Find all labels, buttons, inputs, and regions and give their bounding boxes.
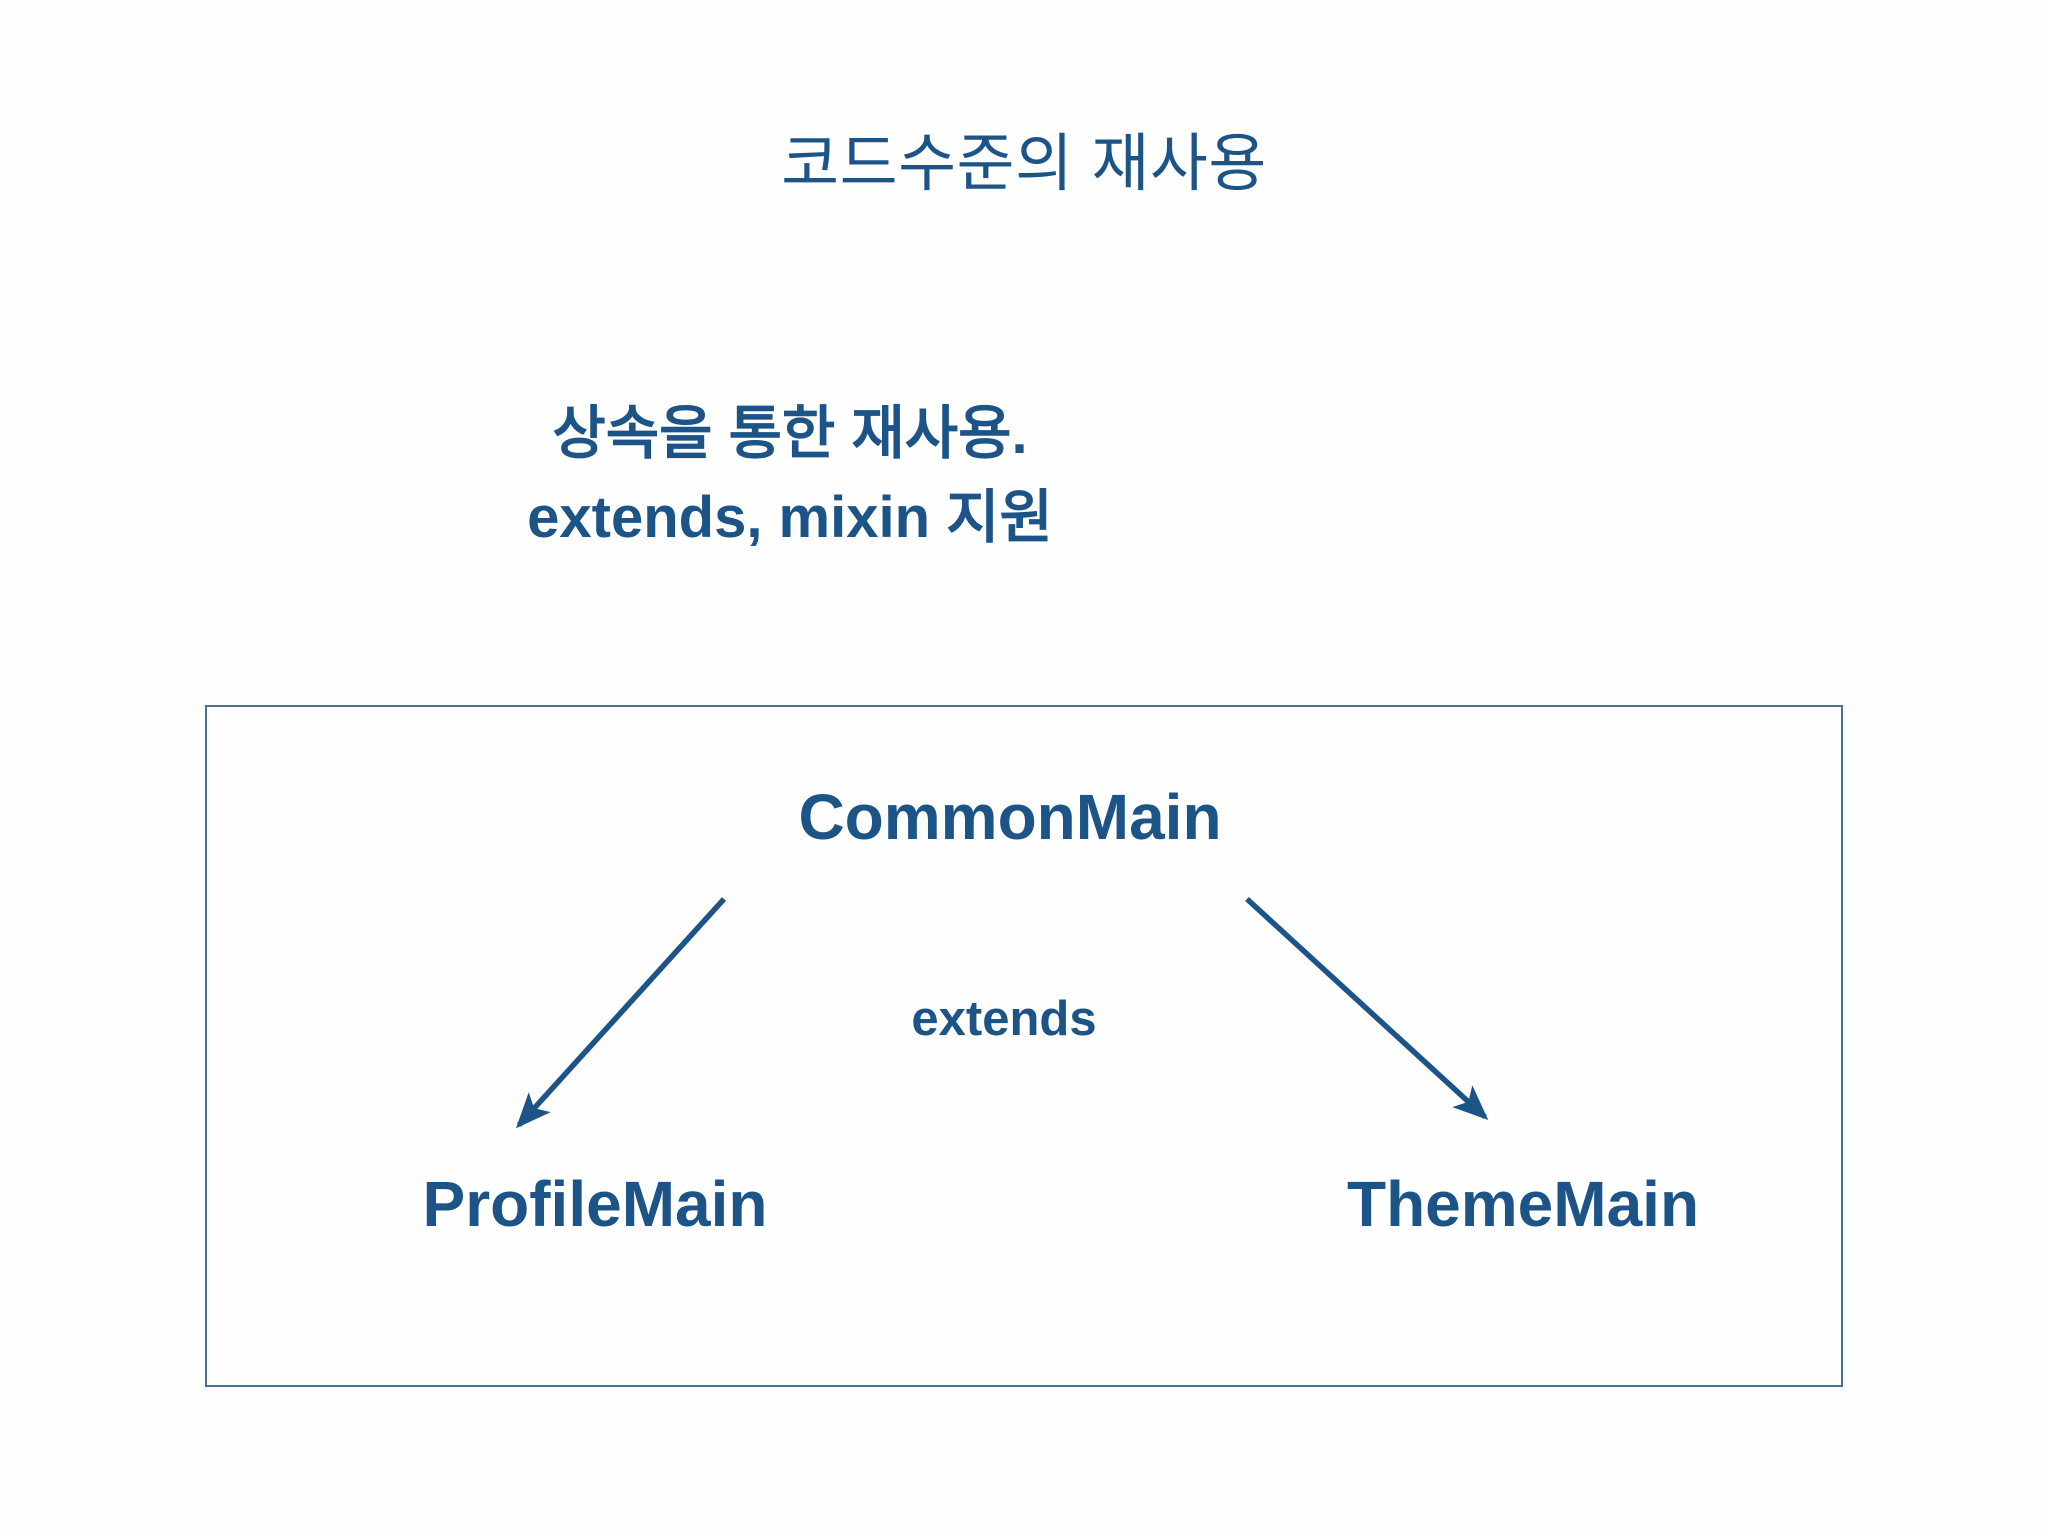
slide-subtitle: 상속을 통한 재사용. extends, mixin 지원 (0, 392, 1580, 560)
edge-label-extends: extends (911, 992, 1097, 1046)
page-title: 코드수준의 재사용 (781, 129, 1267, 199)
node-profilemain: ProfileMain (422, 1168, 768, 1240)
inheritance-diagram-frame: CommonMain extends ProfileMain ThemeMain (205, 705, 1843, 1387)
node-commonmain: CommonMain (798, 781, 1222, 853)
subtitle-line-1: 상속을 통한 재사용. (552, 401, 1028, 466)
node-thememain: ThemeMain (1346, 1168, 1700, 1240)
subtitle-line-2: extends, mixin 지원 (527, 485, 1053, 551)
